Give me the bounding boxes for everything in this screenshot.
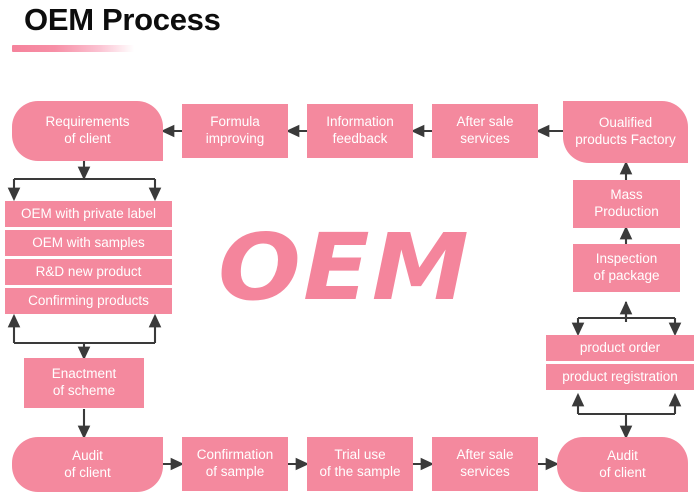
node-enactment-of-scheme[interactable]: Enactment of scheme bbox=[24, 358, 144, 408]
node-product-order[interactable]: product order bbox=[546, 335, 694, 361]
node-oem-with-private-label[interactable]: OEM with private label bbox=[5, 201, 172, 227]
node-inspection-of-package[interactable]: Inspection of package bbox=[573, 244, 680, 292]
node-audit-of-client-right[interactable]: Audit of client bbox=[557, 437, 688, 492]
node-formula-improving[interactable]: Formula improving bbox=[182, 104, 288, 158]
node-product-registration[interactable]: product registration bbox=[546, 364, 694, 390]
node-audit-of-client-left[interactable]: Audit of client bbox=[12, 437, 163, 492]
node-rd-new-product[interactable]: R&D new product bbox=[5, 259, 172, 285]
node-confirmation-of-sample[interactable]: Confirmation of sample bbox=[182, 437, 288, 491]
node-confirming-products[interactable]: Confirming products bbox=[5, 288, 172, 314]
node-requirements-of-client[interactable]: Requirements of client bbox=[12, 101, 163, 161]
node-oem-with-samples[interactable]: OEM with samples bbox=[5, 230, 172, 256]
node-after-sale-services-top[interactable]: After sale services bbox=[432, 104, 538, 158]
oem-watermark: OEM bbox=[218, 214, 471, 321]
node-trial-use-of-the-sample[interactable]: Trial use of the sample bbox=[307, 437, 413, 491]
node-information-feedback[interactable]: Information feedback bbox=[307, 104, 413, 158]
node-after-sale-services-bottom[interactable]: After sale services bbox=[432, 437, 538, 491]
node-qualified-products-factory[interactable]: Oualified products Factory bbox=[563, 101, 688, 163]
page-title: OEM Process bbox=[24, 2, 221, 37]
title-underline bbox=[12, 45, 134, 52]
node-mass-production[interactable]: Mass Production bbox=[573, 180, 680, 228]
